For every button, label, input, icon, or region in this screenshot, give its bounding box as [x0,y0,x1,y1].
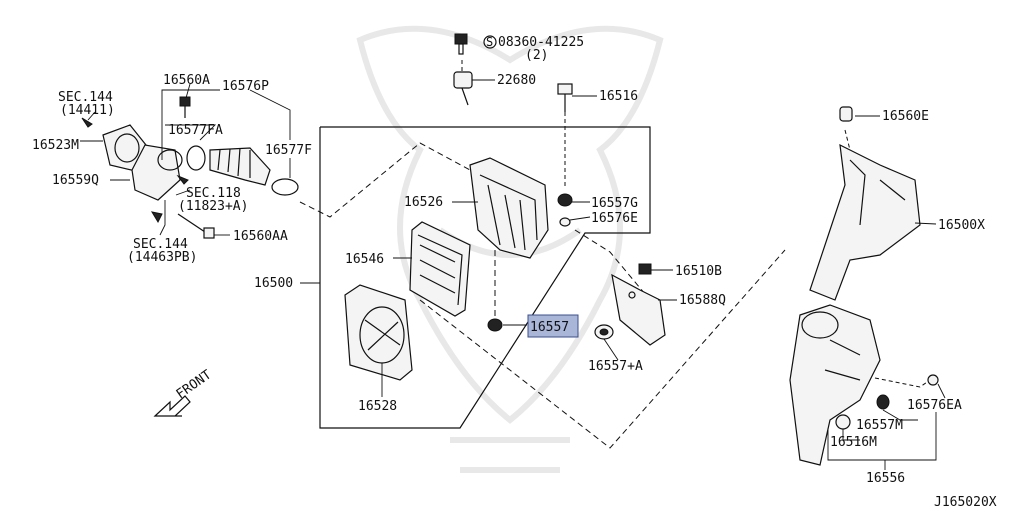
duct-16556 [789,304,881,466]
bolt-16560AA [177,213,215,239]
bracket-16588Q [611,273,666,346]
grommet-16557G [557,193,573,227]
clamp-16577F [271,178,299,196]
label-16526: 16526 [404,195,443,210]
bolt-16560A [179,96,191,118]
label-16560E: 16560E [882,109,929,124]
bolt-16516 [557,83,573,112]
label-16546: 16546 [345,252,384,267]
label-14411: (14411) [60,103,115,118]
resonator-16500X [809,143,921,301]
nut-16510B [638,263,652,275]
sensor-22680 [453,71,473,106]
label-22680: 22680 [497,73,536,88]
label-sec144-b: SEC.144 [133,237,188,252]
label-16516M: 16516M [830,435,877,450]
label-16576E: 16576E [591,211,638,226]
label-16560AA: 16560AA [233,229,288,244]
air-cleaner-cover-16526 [469,157,549,259]
label-16577FA: 16577FA [168,123,223,138]
highlight-box [527,314,579,338]
assembly-box-16500 [319,126,651,429]
label-16559Q: 16559Q [52,173,99,188]
label-16528: 16528 [358,399,397,414]
arrow-icon [81,117,189,224]
label-16500X: 16500X [938,218,985,233]
clamp-16577FA [186,145,206,171]
label-16557M: 16557M [856,418,903,433]
label-14463PB: (14463PB) [127,250,197,265]
bolt-16516M [835,414,851,430]
dashed-leaders [299,60,931,449]
label-16560A: 16560A [163,73,210,88]
filter-element-16546 [409,221,471,317]
grommet-16557 [487,318,503,332]
label-16516: 16516 [599,89,638,104]
clip-16576EA [927,374,939,386]
grommet-16557-a [594,324,614,340]
label-16576EA: 16576EA [907,398,962,413]
screw-circle-text: S [486,35,493,49]
label-sec118: SEC.118 [186,186,241,201]
label-16523M: 16523M [32,138,79,153]
label-16557: 16557 [530,320,569,335]
screw-08360-41225 [454,33,468,55]
label-16556: 16556 [866,471,905,486]
grommet-16557M [876,394,890,410]
front-arrow-icon [153,395,191,417]
label-16557G: 16557G [591,196,638,211]
air-cleaner-lower-16528 [344,284,413,381]
label-16588Q: 16588Q [679,293,726,308]
screw-s-circle-icon: S [483,35,497,49]
label-16510B: 16510B [675,264,722,279]
hose-16576P [209,147,271,186]
label-qty-2: (2) [525,48,548,63]
label-leaders [80,79,946,470]
clip-16560E [839,106,853,122]
throttle-adapter-16559Q [131,144,183,201]
label-11823a: (11823+A) [178,199,248,214]
label-sec144-a: SEC.144 [58,90,113,105]
label-16557-a: 16557+A [588,359,643,374]
label-08360-41225: 08360-41225 [498,35,584,50]
label-16500: 16500 [254,276,293,291]
diagram-id: J165020X [934,495,997,510]
label-16576P: 16576P [222,79,269,94]
label-16577F: 16577F [265,143,312,158]
label-front: FRONT [174,367,215,402]
